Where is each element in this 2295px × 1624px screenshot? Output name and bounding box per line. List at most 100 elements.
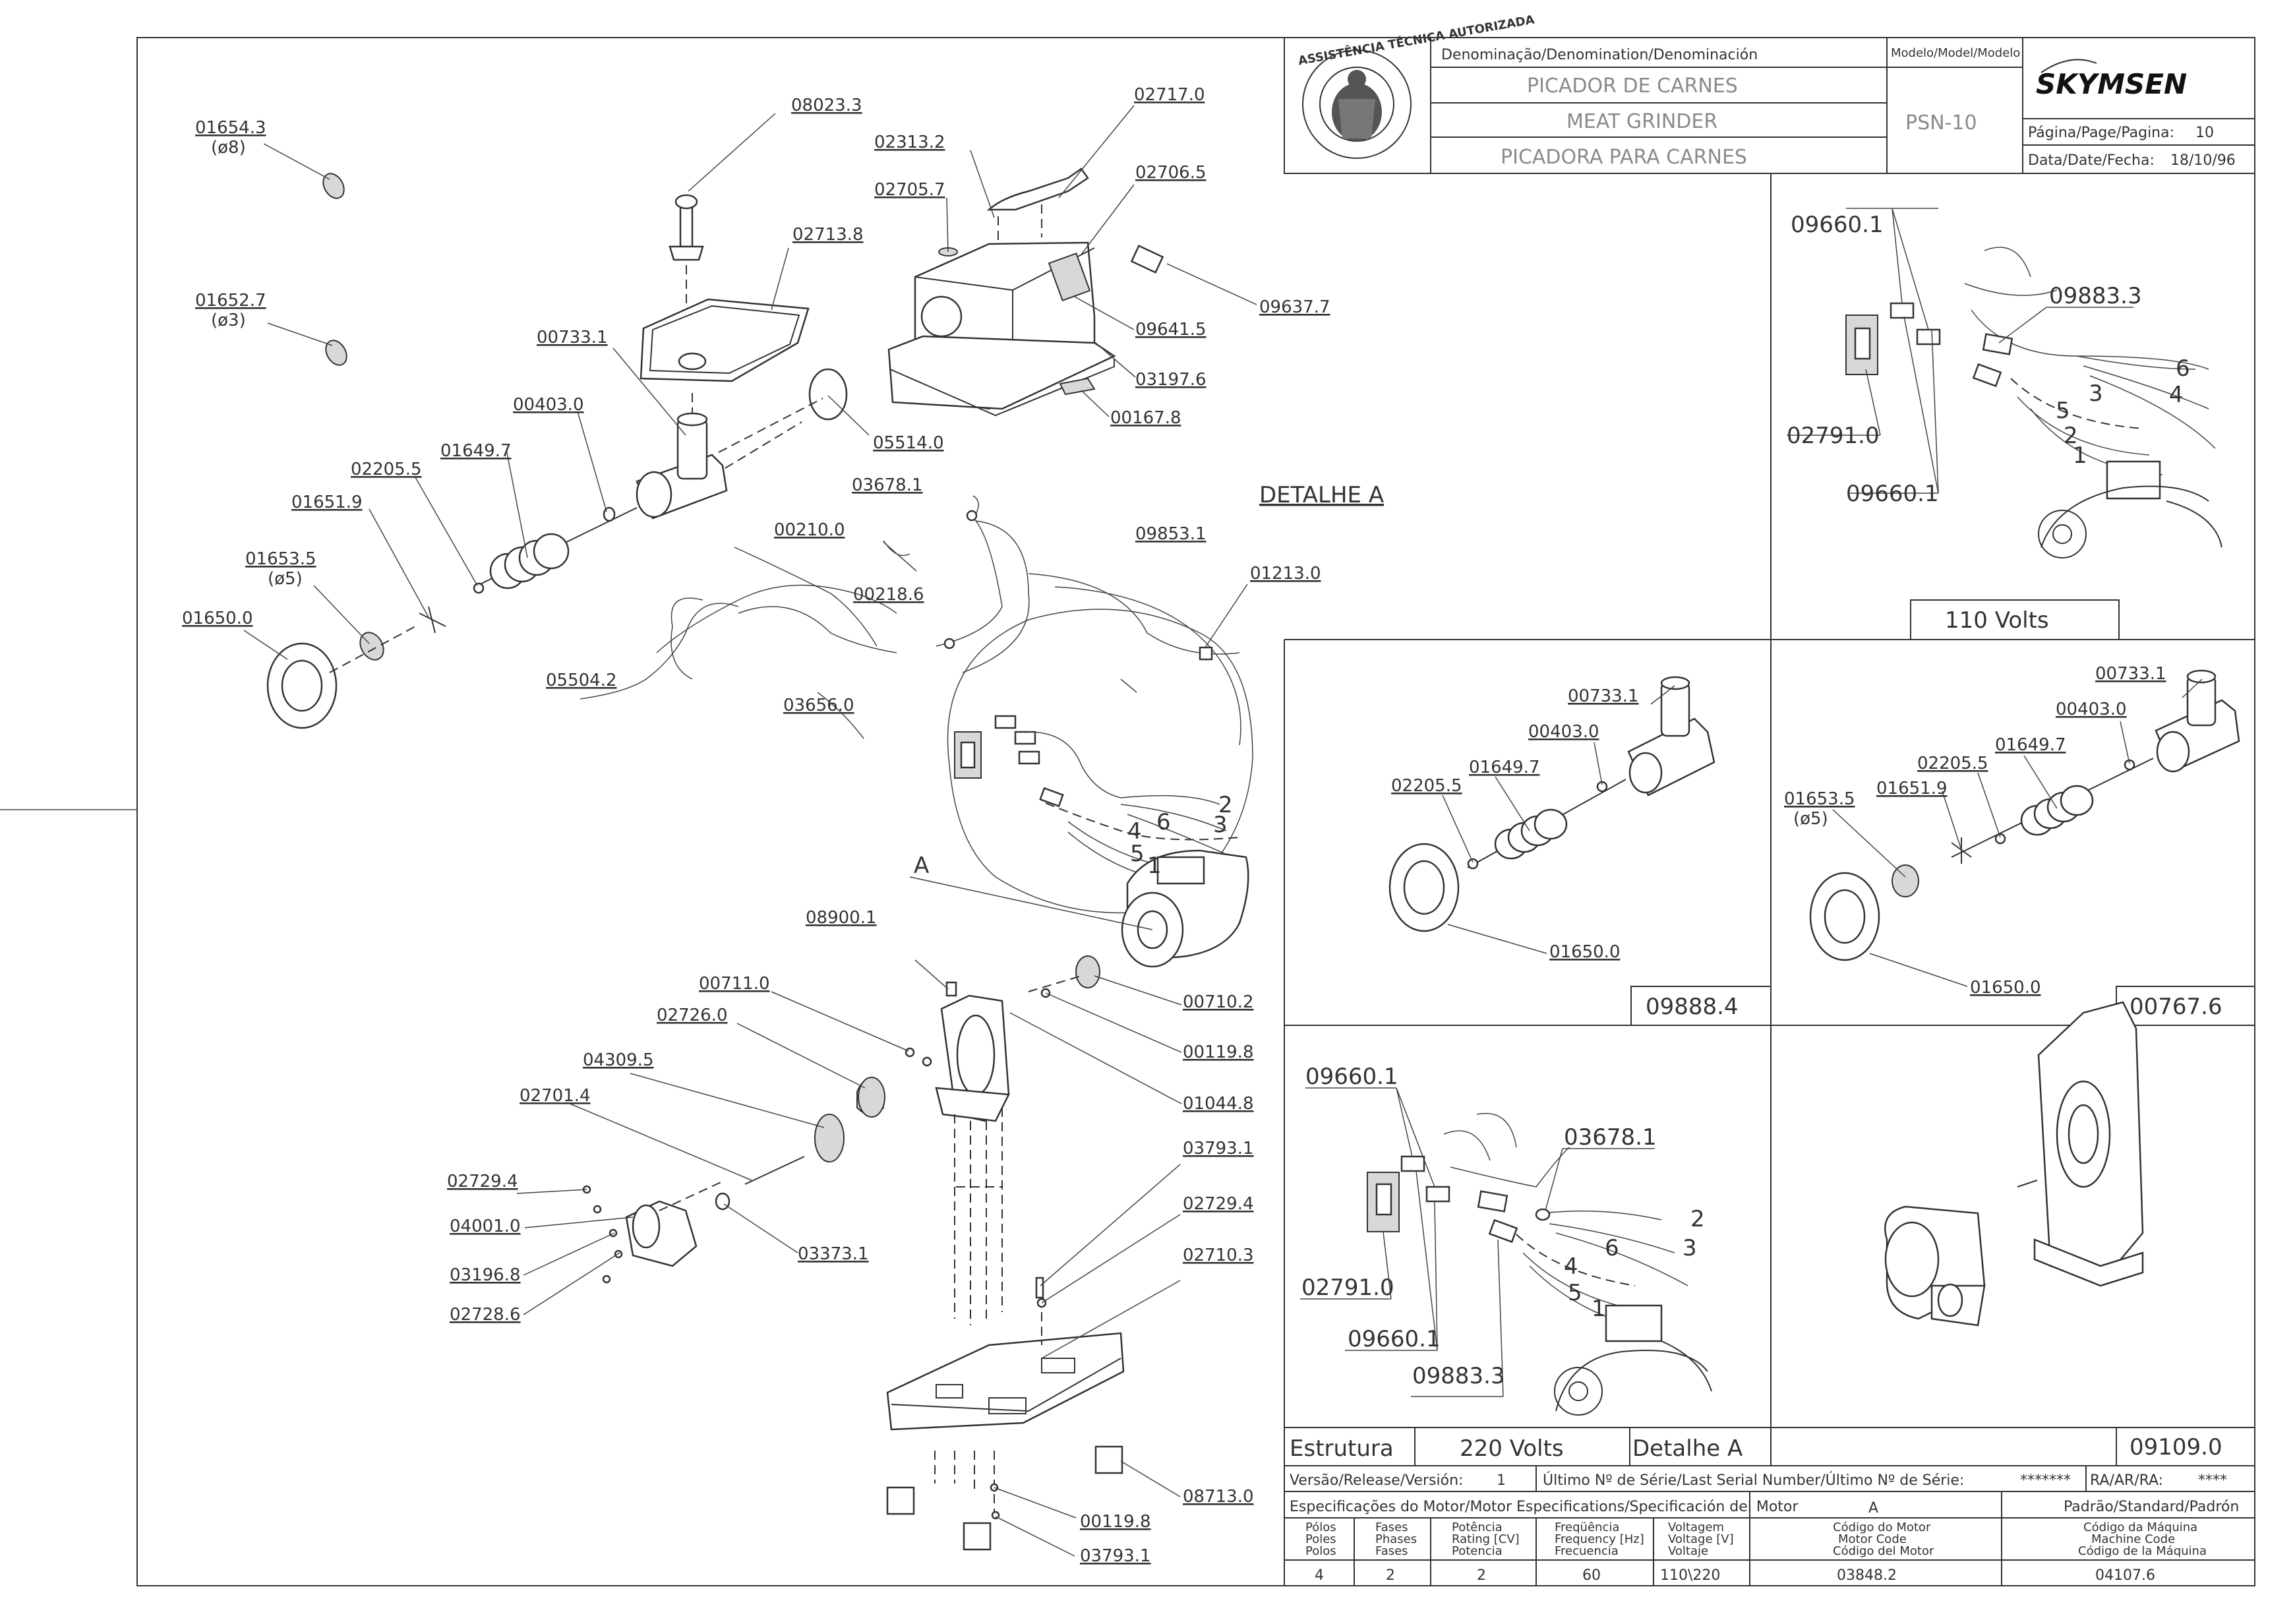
label-05514-0: 05514.0	[873, 433, 944, 453]
version-value: 1	[1497, 1472, 1506, 1489]
label-09883-3: 09883.3	[2049, 283, 2142, 309]
label-02705-7: 02705.7	[874, 180, 945, 200]
brand-plate-00167-8	[1059, 377, 1096, 396]
wire-6: 6	[2176, 355, 2190, 382]
panel-09888-4: 00733.1 00403.0 01649.7 02205.5 01650.0 …	[1388, 676, 1772, 1026]
label-04001-0: 04001.0	[450, 1217, 521, 1236]
wire-5-main: 5	[1130, 841, 1145, 867]
voltage-label-0: Voltagem	[1668, 1520, 1724, 1534]
poles-value: 4	[1315, 1567, 1324, 1584]
label-05504-2: 05504.2	[546, 671, 617, 690]
product-name-pt: PICADOR DE CARNES	[1527, 75, 1738, 98]
base-plate	[887, 335, 1116, 410]
bar-estrutura: Estrutura	[1290, 1435, 1394, 1462]
label-02205-5: 02205.5	[351, 460, 422, 479]
label-letter-a: A	[914, 853, 929, 879]
code-00767-6: 00767.6	[2130, 994, 2222, 1020]
wire-6-main: 6	[1156, 809, 1171, 835]
bar-220-volts: 220 Volts	[1460, 1435, 1564, 1462]
wire-1: 1	[2073, 442, 2087, 469]
plate-01653-5	[359, 632, 384, 661]
label-02729-4b: 02729.4	[1183, 1194, 1254, 1214]
poles-label-1: Poles	[1305, 1532, 1336, 1546]
switch-02791-0	[954, 731, 982, 779]
label-02728-6: 02728.6	[450, 1305, 521, 1325]
label-01044-8: 01044.8	[1183, 1094, 1254, 1114]
power-value: 2	[1477, 1567, 1486, 1584]
label-01653-5: 01653.5	[245, 549, 316, 569]
phases-value: 2	[1386, 1567, 1395, 1584]
label-d5-b: (ø5)	[1793, 809, 1828, 829]
pusher-08023-3	[679, 203, 694, 248]
pin-02205-5	[473, 582, 485, 594]
label-00733-1: 00733.1	[1568, 686, 1639, 706]
phases-label-1: Phases	[1375, 1532, 1417, 1546]
motor-letter: A	[1868, 1500, 1878, 1517]
freq-label-2: Frecuencia	[1555, 1544, 1619, 1558]
label-01654-3: 01654.3	[195, 118, 266, 138]
voltage-value: 110\220	[1660, 1567, 1720, 1584]
power-label-1: Rating [CV]	[1452, 1532, 1520, 1546]
caption-110-volts: 110 Volts	[1945, 607, 2049, 634]
wire-3-main: 3	[1213, 812, 1228, 838]
wire-4-main: 4	[1127, 818, 1142, 845]
motor-code-value: 03848.2	[1837, 1567, 1897, 1584]
product-name-en: MEAT GRINDER	[1566, 110, 1717, 133]
gear-04309-5	[814, 1114, 845, 1162]
denomination-header: Denominação/Denomination/Denominación	[1441, 47, 1758, 63]
wire-1-main: 1	[1147, 853, 1162, 879]
code-09109-0: 09109.0	[2130, 1434, 2222, 1460]
cable-05504-2	[656, 584, 897, 653]
poles-label-0: Pólos	[1305, 1520, 1336, 1534]
motor-spec-label: Especificações do Motor/Motor Especifica…	[1290, 1499, 1799, 1515]
chassis-02710-3	[886, 1332, 1125, 1431]
label-00733-1: 00733.1	[537, 328, 608, 347]
worm-01649-7	[489, 533, 570, 589]
caption-box-110	[1910, 599, 2120, 640]
screw-03793-1a	[1035, 1277, 1044, 1299]
label-d5: (ø5)	[268, 569, 303, 589]
detail-a-outline	[947, 609, 1253, 914]
label-02706-5: 02706.5	[1135, 163, 1207, 183]
label-00218-6: 00218.6	[853, 585, 924, 605]
phases-label-2: Fases	[1375, 1544, 1408, 1558]
label-02205-5: 02205.5	[1391, 776, 1462, 796]
label-09853-1: 09853.1	[1135, 524, 1207, 544]
main-exploded-view: 2 6 3 4 5 1	[243, 105, 1257, 1557]
label-02729-4a: 02729.4	[447, 1172, 518, 1191]
label-01650-0: 01650.0	[182, 609, 253, 628]
shaft-02701-4	[744, 1156, 805, 1185]
model-header: Modelo/Model/Modelo	[1891, 46, 2020, 60]
panel-grid	[1284, 173, 2255, 1586]
label-09660-1-top: 09660.1	[1791, 212, 1884, 238]
date-value: 18/10/96	[2170, 152, 2236, 169]
label-00403-0-b: 00403.0	[2056, 700, 2127, 719]
label-09883-3-220: 09883.3	[1412, 1363, 1505, 1389]
label-09660-1-bottom-220: 09660.1	[1348, 1326, 1441, 1352]
wire-3: 3	[2089, 380, 2103, 407]
label-08900-1: 08900.1	[806, 908, 877, 928]
label-01649-7: 01649.7	[1469, 758, 1540, 777]
cover-05514-0	[808, 368, 848, 421]
label-08713-0: 08713.0	[1183, 1487, 1254, 1507]
label-02717-0: 02717.0	[1134, 85, 1205, 105]
brand-logo: SKYMSEN	[2036, 59, 2187, 100]
serial-label: Último Nº de Série/Last Serial Number/Úl…	[1543, 1472, 1964, 1489]
model-value: PSN-10	[1905, 111, 1977, 135]
tray-02713-8	[640, 298, 810, 382]
label-00119-8a: 00119.8	[1183, 1042, 1254, 1062]
phases-label-0: Fases	[1375, 1520, 1408, 1534]
freq-value: 60	[1582, 1567, 1601, 1584]
motor-code-label-0: Código do Motor	[1833, 1520, 1931, 1534]
label-00167-8: 00167.8	[1110, 408, 1181, 428]
freq-label-0: Freqüência	[1555, 1520, 1619, 1534]
label-00403-0: 00403.0	[1528, 722, 1599, 742]
label-01650-0: 01650.0	[1549, 942, 1621, 962]
label-00710-2: 00710.2	[1183, 992, 1254, 1012]
label-d8: (ø8)	[211, 138, 246, 158]
serial-value: *******	[2020, 1472, 2071, 1489]
label-00403-0: 00403.0	[513, 395, 584, 415]
power-label-2: Potencia	[1452, 1544, 1503, 1558]
label-02313-2: 02313.2	[874, 133, 945, 152]
